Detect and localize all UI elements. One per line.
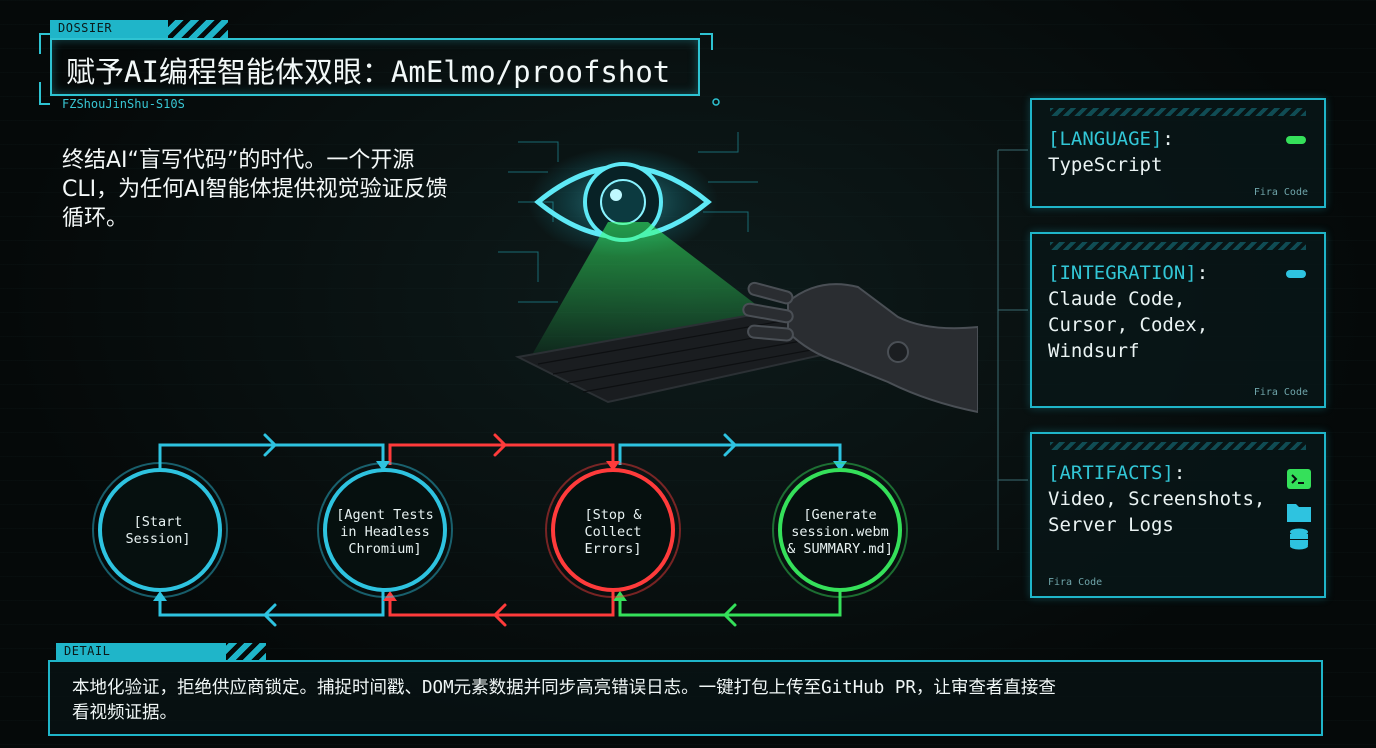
status-pill-cyan: [1286, 270, 1306, 278]
font-note: Fira Code: [1253, 387, 1308, 398]
panel-stripe: [1050, 108, 1306, 116]
database-icon: [1290, 528, 1308, 550]
title-frame-decoration: [39, 33, 720, 106]
arrow-start-to-agent: [158, 443, 385, 470]
node-label-stop: [Stop & Collect Errors]: [584, 507, 642, 557]
integration-panel-text: [INTEGRATION]: Claude Code, Cursor, Code…: [1048, 262, 1209, 362]
node-label-agent: [Agent Tests in Headless Chromium]: [336, 507, 434, 557]
page-title: 赋予AI编程智能体双眼：AmElmo/proofshot: [66, 55, 671, 89]
arrow-agent-to-stop: [388, 443, 615, 465]
dossier-tag-label: DOSSIER: [58, 21, 113, 35]
robot-hand-icon: [742, 281, 978, 414]
integration-panel: [INTEGRATION]: Claude Code, Cursor, Code…: [1030, 232, 1326, 408]
dossier-tag: DOSSIER: [50, 20, 228, 38]
artifact-icons: [1287, 469, 1311, 550]
arrow-agent-to-start: [158, 590, 385, 617]
status-pill-green: [1286, 136, 1306, 144]
hero-illustration: [498, 132, 978, 414]
flow-diagram: [92, 433, 908, 627]
panel-stripe: [1050, 242, 1306, 250]
detail-tag: DETAIL: [56, 643, 266, 661]
arrow-generate-to-stop: [618, 590, 842, 617]
folder-icon: [1287, 504, 1311, 522]
eye-icon: [528, 147, 718, 257]
detail-box: 本地化验证，拒绝供应商锁定。捕捉时间戳、DOM元素数据并同步高亮错误日志。一键打…: [48, 660, 1323, 736]
detail-tag-label: DETAIL: [64, 644, 111, 658]
tag-stripes: [226, 643, 266, 661]
node-stop-collect: [551, 468, 675, 592]
node-generate: [778, 468, 902, 592]
language-panel: [LANGUAGE]: TypeScript Fira Code: [1030, 98, 1326, 208]
detail-text: 本地化验证，拒绝供应商锁定。捕捉时间戳、DOM元素数据并同步高亮错误日志。一键打…: [72, 678, 1056, 723]
arrow-stop-to-generate: [618, 443, 842, 465]
title-box: 赋予AI编程智能体双眼：AmElmo/proofshot: [50, 38, 700, 96]
panel-connectors: [997, 149, 1028, 550]
font-note: Fira Code: [1048, 577, 1103, 588]
arrow-stop-to-agent: [388, 590, 615, 617]
terminal-icon: [1287, 469, 1311, 489]
tag-stripes: [168, 20, 228, 38]
node-agent-tests: [323, 468, 447, 592]
artifacts-panel: [ARTIFACTS]: Video, Screenshots, Server …: [1030, 432, 1326, 598]
artifacts-panel-text: [ARTIFACTS]: Video, Screenshots, Server …: [1048, 462, 1266, 536]
node-label-start: [Start Session]: [125, 514, 191, 547]
node-start-session: [98, 468, 222, 592]
node-label-generate: [Generate session.webm & SUMMARY.md]: [787, 507, 893, 557]
language-panel-text: [LANGUAGE]: TypeScript: [1048, 128, 1174, 176]
subtitle-id: FZShouJinShu-S10S: [62, 97, 185, 111]
intro-text: 终结AI“盲写代码”的时代。一个开源CLI，为任何AI智能体提供视觉验证反馈循环…: [62, 148, 448, 231]
font-note: Fira Code: [1253, 187, 1308, 198]
circuit-lines: [498, 132, 758, 303]
panel-stripe: [1050, 442, 1306, 450]
